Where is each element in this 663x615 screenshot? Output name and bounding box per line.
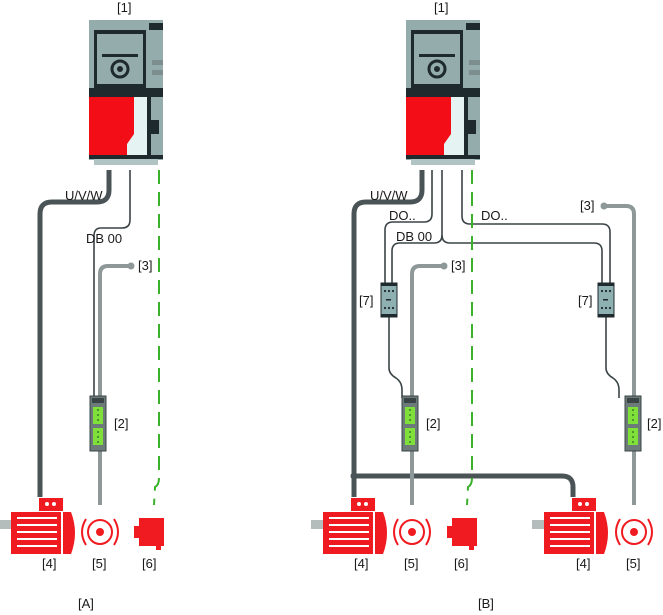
brake-control-cable-label: DB 00 [86, 231, 122, 246]
brake-icon-1 [393, 518, 431, 546]
motor-icon-2 [532, 498, 608, 554]
encoder-cable [153, 170, 160, 506]
brake-control-cable-left [391, 234, 443, 283]
inverter-label: [1] [117, 0, 131, 15]
power-cable [37, 170, 112, 497]
brake-label-2: [5] [626, 556, 640, 571]
brake-module-label-2: [2] [647, 416, 661, 431]
brake-control-module-1 [401, 395, 419, 452]
power-cable-label: U/V/W [65, 188, 103, 203]
power-bus-cable [354, 473, 576, 497]
brake-control-cable [93, 170, 131, 398]
digital-out-cable-1 [384, 170, 433, 283]
brake-module-label-1: [2] [426, 416, 440, 431]
motor-label-1: [4] [354, 556, 368, 571]
inverter-device [404, 18, 482, 167]
panel-a: [1] U/V/W DB 00 [3] [2] [4] [5] [6] [A] [0, 0, 165, 611]
motor-label-2: [4] [576, 556, 590, 571]
panel-b: [1] U/V/W DO.. DB 00 DO.. [3] [3] [7] [7… [311, 0, 661, 611]
brake-icon [81, 518, 119, 546]
encoder-label: [6] [454, 556, 468, 571]
inverter-label: [1] [434, 0, 448, 15]
brake-control-module-2 [624, 395, 642, 452]
brake-module-label: [2] [114, 416, 128, 431]
relay-output-1 [388, 317, 403, 398]
encoder-cable [466, 170, 473, 506]
relay-label-1: [7] [359, 293, 373, 308]
brake-supply-cable-2 [604, 204, 636, 505]
encoder-label: [6] [142, 556, 156, 571]
digital-out-2-label: DO.. [481, 208, 508, 223]
power-cable-label: U/V/W [370, 188, 408, 203]
panel-b-label: [B] [478, 596, 494, 611]
relay-2 [597, 282, 615, 318]
brake-supply-terminal-1 [440, 262, 448, 270]
encoder-icon [134, 518, 164, 550]
brake-supply-cable-1 [410, 264, 444, 505]
brake-supply-terminal [127, 262, 135, 270]
digital-out-1-label: DO.. [389, 208, 416, 223]
brake-icon-2 [615, 518, 653, 546]
brake-label: [5] [92, 556, 106, 571]
relay-1 [380, 282, 398, 318]
motor-icon-1 [311, 498, 387, 554]
brake-control-cable-label: DB 00 [396, 229, 432, 244]
brake-supply-label-2: [3] [580, 198, 594, 213]
power-cable [351, 170, 425, 497]
motor-icon [0, 498, 75, 554]
panel-a-label: [A] [78, 596, 94, 611]
power-junction [350, 472, 358, 480]
relay-output-2 [605, 317, 620, 398]
brake-supply-label: [3] [138, 258, 152, 273]
motor-label: [4] [42, 556, 56, 571]
brake-control-cable [441, 170, 603, 283]
relay-label-2: [7] [578, 293, 592, 308]
brake-label-1: [5] [404, 556, 418, 571]
brake-supply-label-1: [3] [451, 258, 465, 273]
brake-control-module [89, 395, 107, 452]
digital-out-cable-2 [461, 170, 611, 283]
brake-supply-cable [98, 264, 131, 505]
inverter-device [87, 18, 165, 167]
brake-supply-terminal-2 [600, 202, 608, 210]
encoder-icon [447, 518, 477, 550]
